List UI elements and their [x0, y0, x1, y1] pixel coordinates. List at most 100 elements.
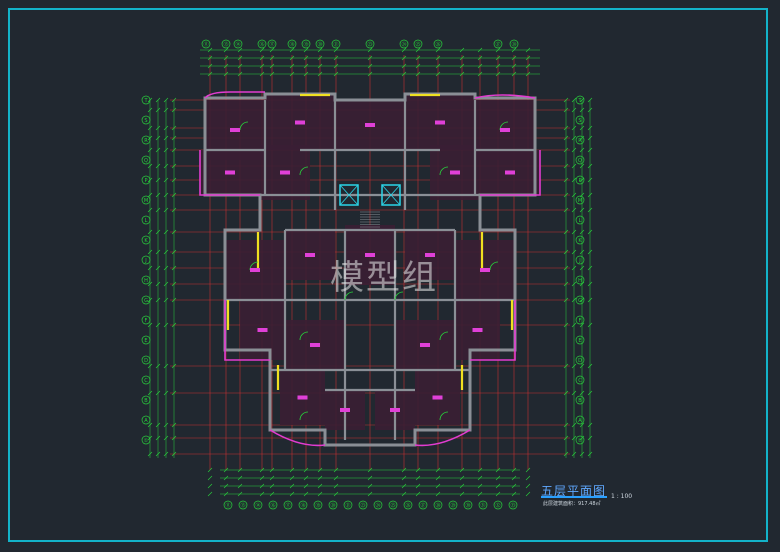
- dimension-tick: [401, 63, 407, 69]
- axis-label-bottom: ㉘: [435, 502, 440, 509]
- dimension-tick: [163, 125, 169, 131]
- dimension-tick: [171, 177, 177, 183]
- dimension-tick: [163, 135, 169, 141]
- dimension-tick: [317, 467, 323, 473]
- dimension-tick: [459, 63, 465, 69]
- dimension-tick: [303, 47, 309, 53]
- dimension-tick: [587, 322, 593, 328]
- dimension-tick: [367, 71, 373, 77]
- dimension-tick: [223, 63, 229, 69]
- dimension-tick: [563, 147, 569, 153]
- dimension-tick: [525, 483, 531, 489]
- axis-label-bottom: ㉗: [420, 502, 425, 509]
- room-label-mark: [425, 253, 435, 257]
- dimension-tick: [163, 177, 169, 183]
- dimension-tick: [147, 107, 153, 113]
- axis-label-bottom: ㉓: [360, 502, 365, 509]
- dimension-tick: [477, 71, 483, 77]
- axis-bubble-right: [575, 435, 585, 445]
- axis-bubble-bottom: [328, 500, 338, 510]
- dimension-tick: [435, 475, 441, 481]
- dimension-tick: [289, 467, 295, 473]
- dimension-tick: [477, 475, 483, 481]
- axis-bubble-right: [575, 295, 585, 305]
- dimension-tick: [207, 63, 213, 69]
- axis-label-bottom: ㉛: [480, 502, 485, 509]
- axis-bubble-right: [575, 375, 585, 385]
- dimension-tick: [563, 435, 569, 441]
- dimension-tick: [563, 192, 569, 198]
- dimension-tick: [495, 63, 501, 69]
- axis-label-left: ①: [144, 438, 149, 444]
- dimension-tick: [579, 363, 585, 369]
- axis-bubble-top: [267, 39, 277, 49]
- dimension-tick: [415, 47, 421, 53]
- axis-label-bottom: ㉜: [495, 502, 500, 509]
- dimension-tick: [571, 207, 577, 213]
- dimension-tick: [269, 491, 275, 497]
- dimension-tick: [207, 475, 213, 481]
- axis-bubble-bottom: [433, 500, 443, 510]
- dimension-tick: [171, 297, 177, 303]
- dimension-tick: [571, 281, 577, 287]
- axis-label-right: J: [578, 258, 580, 264]
- dimension-tick: [289, 47, 295, 53]
- dimension-tick: [259, 475, 265, 481]
- dimension-tick: [525, 475, 531, 481]
- dimension-tick: [587, 177, 593, 183]
- dimension-tick: [155, 297, 161, 303]
- axis-bubble-bottom: [373, 500, 383, 510]
- dimension-tick: [223, 55, 229, 61]
- axis-label-top: ㉓: [367, 41, 372, 48]
- dimension-tick: [435, 47, 441, 53]
- room-label-mark: [365, 123, 375, 127]
- axis-label-right: L: [579, 218, 582, 224]
- dimension-tick: [587, 125, 593, 131]
- dimension-tick: [495, 467, 501, 473]
- dimension-tick: [155, 229, 161, 235]
- dimension-tick: [495, 491, 501, 497]
- dimension-tick: [579, 177, 585, 183]
- dimension-tick: [155, 451, 161, 457]
- axis-label-right: K: [578, 238, 582, 244]
- dimension-tick: [511, 71, 517, 77]
- dimension-tick: [269, 71, 275, 77]
- dimension-tick: [207, 491, 213, 497]
- dimension-tick: [571, 422, 577, 428]
- dimension-tick: [155, 363, 161, 369]
- dimension-tick: [571, 451, 577, 457]
- dimension-tick: [367, 467, 373, 473]
- axis-label-right: F: [579, 318, 582, 324]
- axis-bubble-right: [575, 315, 585, 325]
- dimension-tick: [163, 363, 169, 369]
- dimension-tick: [163, 390, 169, 396]
- dimension-tick: [171, 322, 177, 328]
- elevator-cross: [339, 184, 359, 206]
- dimension-tick: [579, 390, 585, 396]
- dimension-tick: [259, 467, 265, 473]
- room-label-mark: [230, 128, 240, 132]
- dimension-tick: [587, 451, 593, 457]
- dimension-tick: [317, 63, 323, 69]
- axis-bubble-top: [413, 39, 423, 49]
- dimension-tick: [147, 363, 153, 369]
- dimension-tick: [171, 281, 177, 287]
- dimension-tick: [163, 249, 169, 255]
- axis-bubble-top: [221, 39, 231, 49]
- dimension-tick: [223, 47, 229, 53]
- dimension-tick: [579, 249, 585, 255]
- dimension-tick: [155, 249, 161, 255]
- dimension-tick: [147, 265, 153, 271]
- dimension-tick: [563, 451, 569, 457]
- axis-label-right: C: [578, 378, 582, 384]
- axis-label-right: B: [578, 398, 582, 404]
- elevator-shaft: [381, 184, 401, 206]
- dimension-tick: [223, 491, 229, 497]
- dimension-tick: [571, 435, 577, 441]
- axis-bubble-left: [141, 235, 151, 245]
- axis-bubble-left: [141, 155, 151, 165]
- dimension-tick: [525, 55, 531, 61]
- axis-label-top: ㉔: [401, 41, 406, 48]
- axis-label-bottom: ㉖: [405, 502, 410, 509]
- dimension-tick: [571, 363, 577, 369]
